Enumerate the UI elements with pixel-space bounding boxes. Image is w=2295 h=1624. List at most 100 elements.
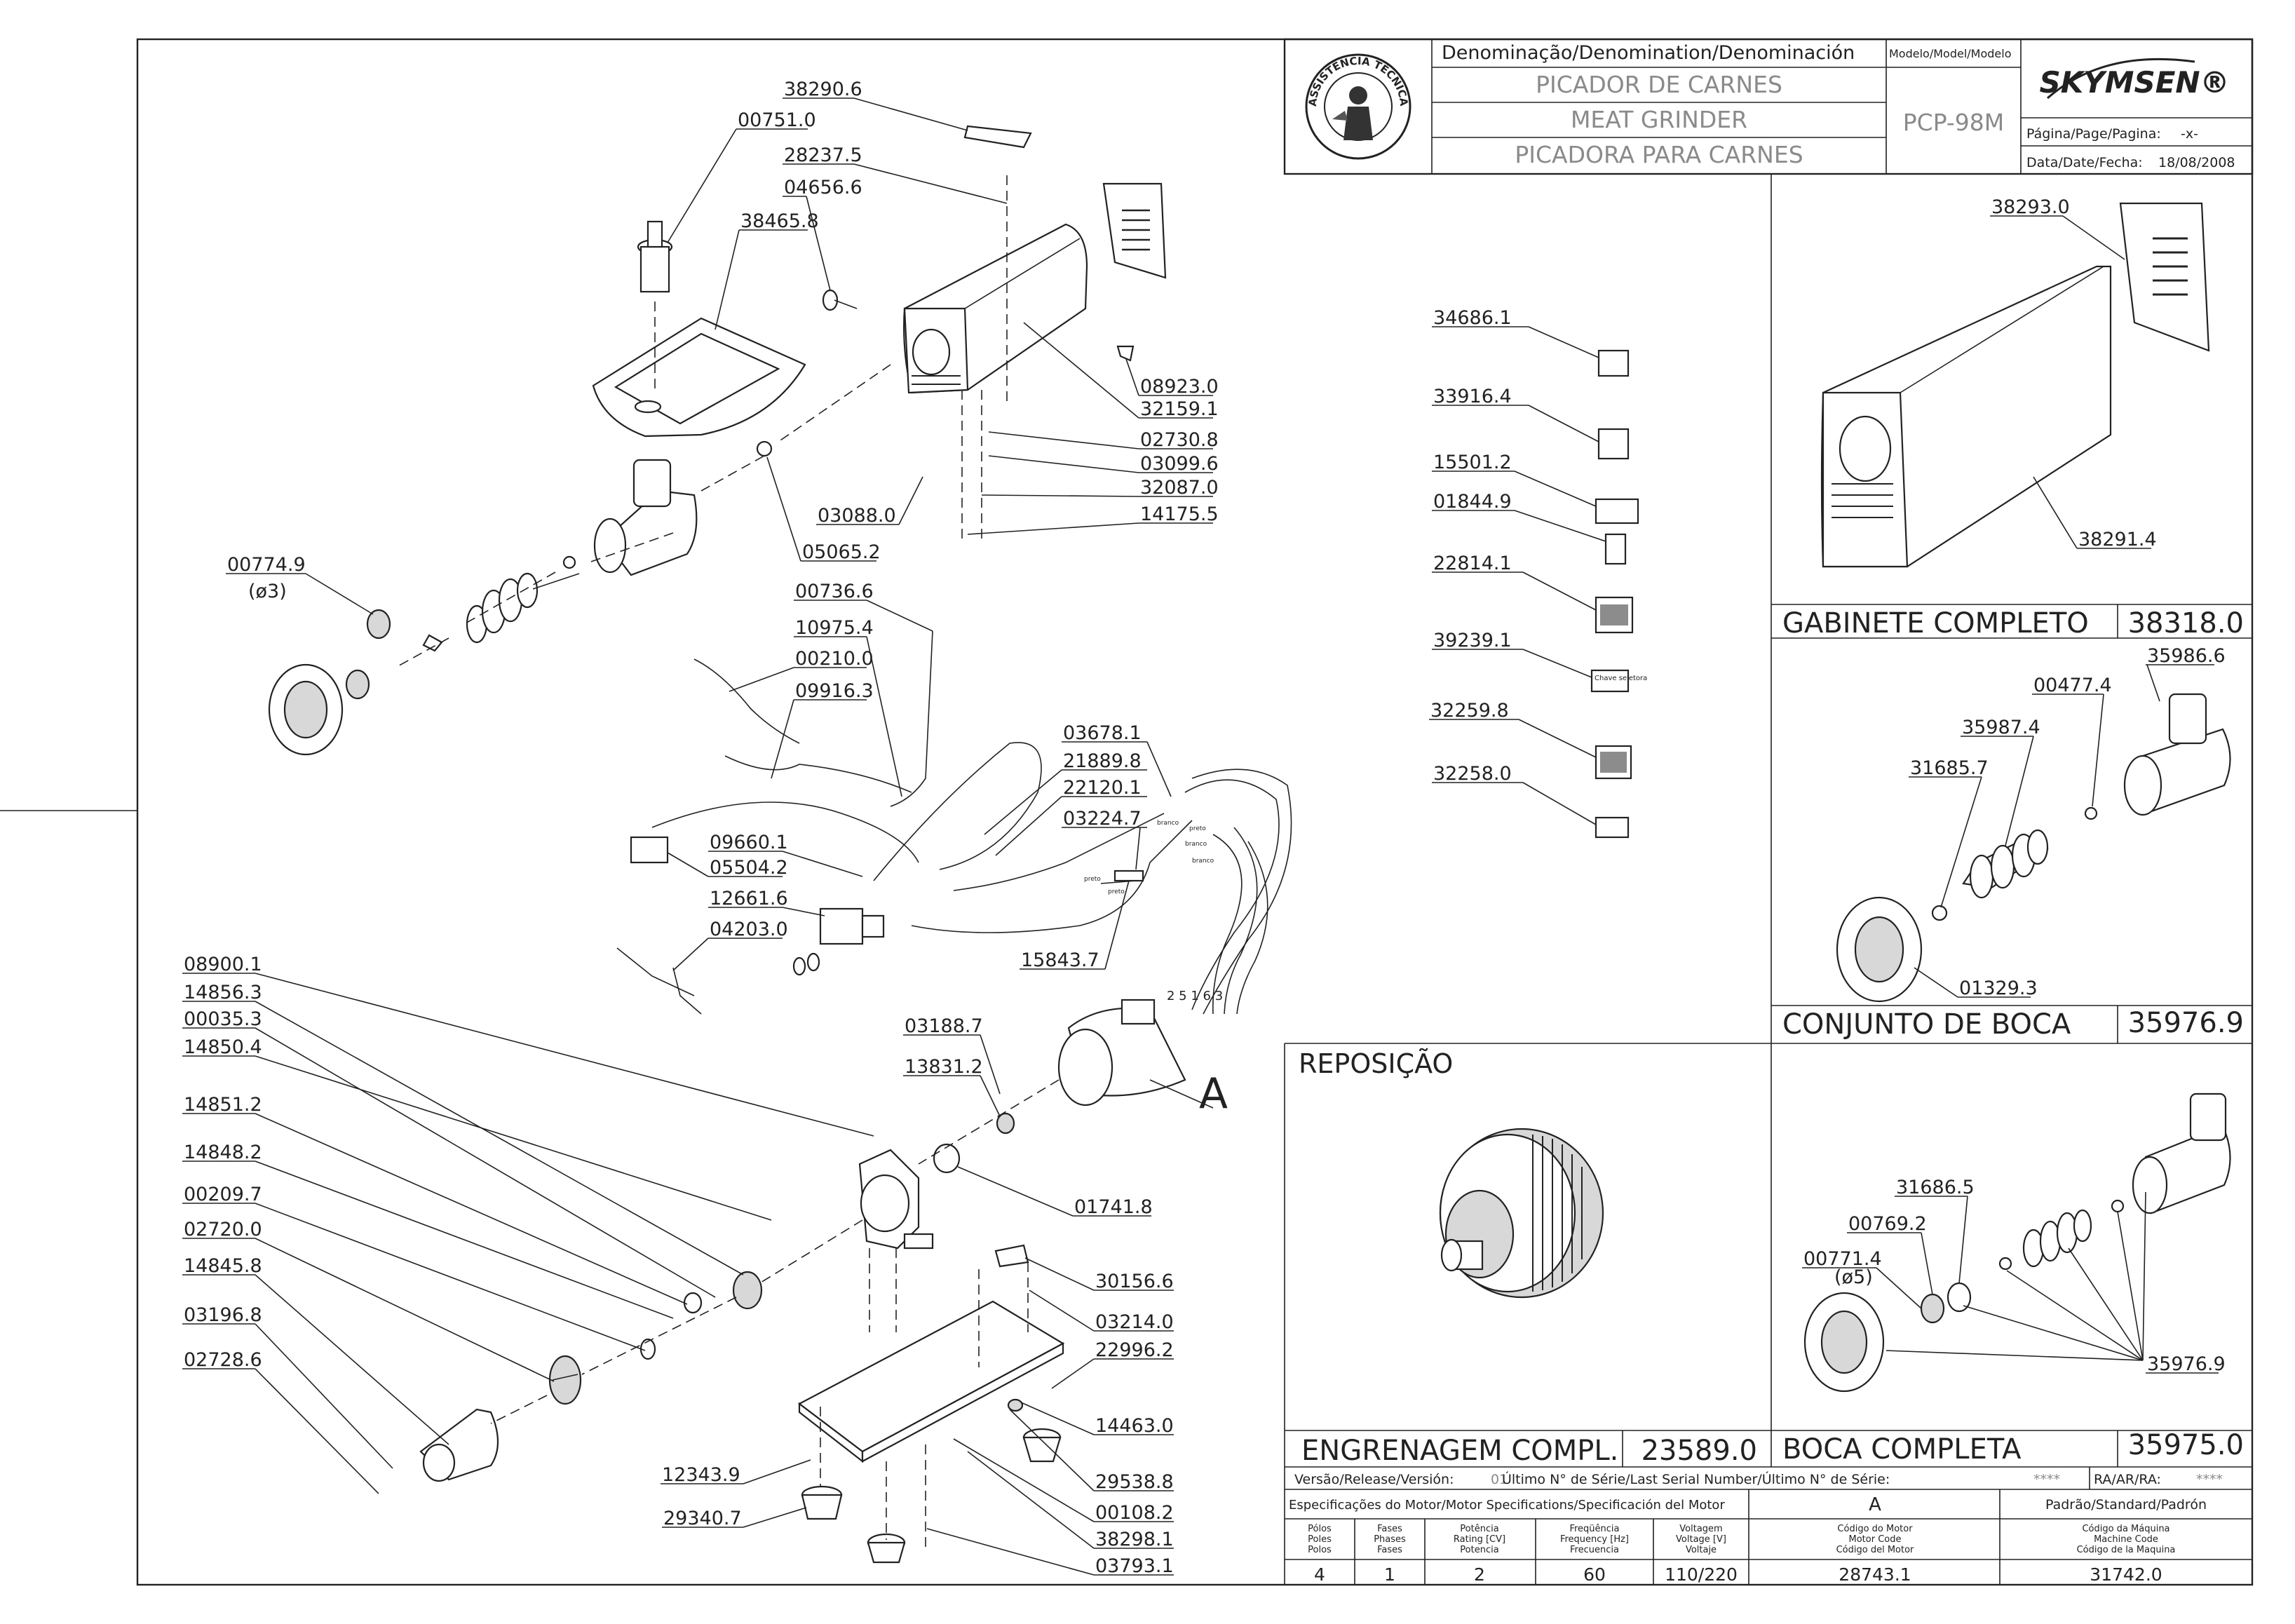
name-es: PICADORA PARA CARNES — [1515, 141, 1803, 168]
motor-letter: A — [1199, 1069, 1228, 1118]
label-32259-8: 32259.8 — [1430, 700, 1509, 722]
label-04203-0: 04203.0 — [710, 919, 788, 940]
value-motor-code: 28743.1 — [1839, 1564, 1911, 1585]
label-03793-1: 03793.1 — [1095, 1555, 1174, 1577]
col-machinecode-pt: Código da Máquina — [2082, 1524, 2169, 1534]
version-label: Versão/Release/Versión: — [1294, 1472, 1454, 1487]
label-03196-8: 03196.8 — [184, 1304, 262, 1326]
label-38465-8: 38465.8 — [740, 210, 819, 232]
specs-header: Especificações do Motor/Motor Specificat… — [1289, 1498, 1725, 1513]
label-32087-0: 32087.0 — [1140, 477, 1219, 499]
model-header: Modelo/Model/Modelo — [1889, 47, 2011, 60]
grinder-body — [593, 459, 698, 576]
label-03099-6: 03099.6 — [1140, 453, 1219, 475]
label-28237-5: 28237.5 — [784, 144, 862, 166]
reposicao-panel: REPOSIÇÃO ENGRENAGEM COMPL. 23589.0 — [1299, 1048, 1757, 1467]
col-motorcode-pt: Código do Motor — [1837, 1524, 1913, 1534]
label-00751-0: 00751.0 — [738, 109, 816, 131]
panel-grid — [1284, 174, 2252, 1585]
label-12343-9: 12343.9 — [662, 1464, 740, 1486]
label-14463-0: 14463.0 — [1095, 1415, 1174, 1437]
label-14845-8: 14845.8 — [184, 1255, 262, 1277]
date-label: Data/Date/Fecha: — [2026, 155, 2143, 170]
cabinet-housing — [903, 223, 1088, 394]
label-00736-6: 00736.6 — [795, 581, 874, 602]
col-volt-es: Voltaje — [1686, 1545, 1717, 1555]
label-00774-9: 00774.9 — [227, 554, 306, 576]
wiring-harness: branco preto branco preto branco preto — [616, 630, 1292, 1015]
value-poles: 4 — [1314, 1564, 1325, 1585]
wire-tag-5: branco — [1192, 858, 1214, 865]
boca-panel: 35986.6 00477.4 35987.4 31685.7 01329.3 … — [1782, 645, 2244, 1041]
label-39239-1: 39239.1 — [1433, 630, 1512, 651]
foot-3 — [867, 1533, 906, 1564]
grinder-head-complete — [2132, 1092, 2231, 1214]
motor — [1057, 999, 1186, 1107]
wire-tag-4: preto — [1084, 876, 1101, 883]
label-00477-4: 00477.4 — [2033, 675, 2112, 696]
motor-wire-numbers: 2 5 1 6 3 — [1167, 989, 1223, 1003]
name-pt: PICADOR DE CARNES — [1536, 71, 1782, 98]
boca-title: CONJUNTO DE BOCA — [1782, 1008, 2071, 1041]
col-motorcode-en: Motor Code — [1849, 1534, 1902, 1545]
switch-knob — [822, 289, 858, 311]
label-00035-3: 00035.3 — [184, 1008, 262, 1030]
col-volt-en: Voltage [V] — [1676, 1534, 1726, 1545]
decal-column: Chave seletora 34686.1 33916.4 15501.2 0… — [1429, 307, 1647, 839]
label-14850-4: 14850.4 — [184, 1036, 262, 1058]
label-05504-2: 05504.2 — [710, 857, 788, 879]
col-rating-es: Potencia — [1460, 1545, 1498, 1555]
exploded-view-parts: A 2 5 1 6 3 — [268, 125, 1228, 1564]
label-13831-2: 13831.2 — [905, 1056, 983, 1078]
motor-specs-table: Especificações do Motor/Motor Specificat… — [1289, 1494, 2207, 1585]
label-29538-8: 29538.8 — [1095, 1471, 1174, 1493]
label-35987-4: 35987.4 — [1962, 717, 2040, 738]
vent-plate — [1102, 182, 1167, 279]
col-freq-pt: Freqüência — [1569, 1524, 1619, 1534]
label-35986-6: 35986.6 — [2147, 645, 2226, 667]
label-03224-7: 03224.7 — [1063, 808, 1142, 830]
label-03214-0: 03214.0 — [1095, 1311, 1174, 1333]
drawing-frame — [136, 38, 2254, 1586]
col-freq-en: Frequency [Hz] — [1560, 1534, 1629, 1545]
gearbox-housing — [858, 1149, 934, 1250]
col-phases-pt: Fases — [1377, 1524, 1402, 1534]
label-29340-7: 29340.7 — [663, 1508, 742, 1529]
col-rating-pt: Potência — [1460, 1524, 1498, 1534]
boca-completa-panel: 31686.5 00769.2 00771.4 (ø5) 35976.9 BOC… — [1782, 1092, 2244, 1466]
value-machine-code: 31742.0 — [2090, 1564, 2162, 1585]
col-phases-en: Phases — [1374, 1534, 1406, 1545]
label-34686-1: 34686.1 — [1433, 307, 1512, 329]
page-value: -x- — [2181, 126, 2198, 142]
label-32258-0: 32258.0 — [1433, 763, 1512, 785]
assembly-lines — [395, 175, 1060, 1550]
label-33916-4: 33916.4 — [1433, 386, 1512, 407]
col-poles-pt: Pólos — [1308, 1524, 1332, 1534]
gabinete-code: 38318.0 — [2128, 607, 2244, 640]
label-02728-6: 02728.6 — [184, 1349, 262, 1371]
ring-nut — [1836, 896, 1923, 1003]
grinder-head-body — [2123, 693, 2231, 816]
col-volt-pt: Voltagem — [1679, 1524, 1722, 1534]
washer-small — [2084, 806, 2098, 820]
label-38298-1: 38298.1 — [1095, 1529, 1174, 1550]
label-15501-2: 15501.2 — [1433, 452, 1512, 473]
value-voltage: 110/220 — [1665, 1564, 1738, 1585]
col-phases-es: Fases — [1377, 1545, 1402, 1555]
label-00210-0: 00210.0 — [795, 648, 874, 670]
label-31686-5: 31686.5 — [1896, 1177, 1975, 1198]
decal-32258-0 — [1595, 816, 1630, 839]
knife-small — [1931, 905, 1948, 921]
label-phi5: (ø5) — [1834, 1266, 1873, 1288]
label-21889-8: 21889.8 — [1063, 750, 1142, 772]
gear-14856 — [732, 1271, 763, 1310]
label-03088-0: 03088.0 — [818, 505, 896, 527]
decal-01844-9 — [1604, 533, 1627, 565]
label-08900-1: 08900.1 — [184, 954, 262, 975]
base-plate — [797, 1300, 1065, 1463]
value-rating: 2 — [1474, 1564, 1485, 1585]
value-frequency: 60 — [1583, 1564, 1606, 1585]
gabinete-panel: 38293.0 38291.4 GABINETE COMPLETO 38318.… — [1782, 196, 2244, 640]
engrenagem-title: ENGRENAGEM COMPL. — [1301, 1435, 1618, 1467]
label-00769-2: 00769.2 — [1848, 1213, 1927, 1235]
